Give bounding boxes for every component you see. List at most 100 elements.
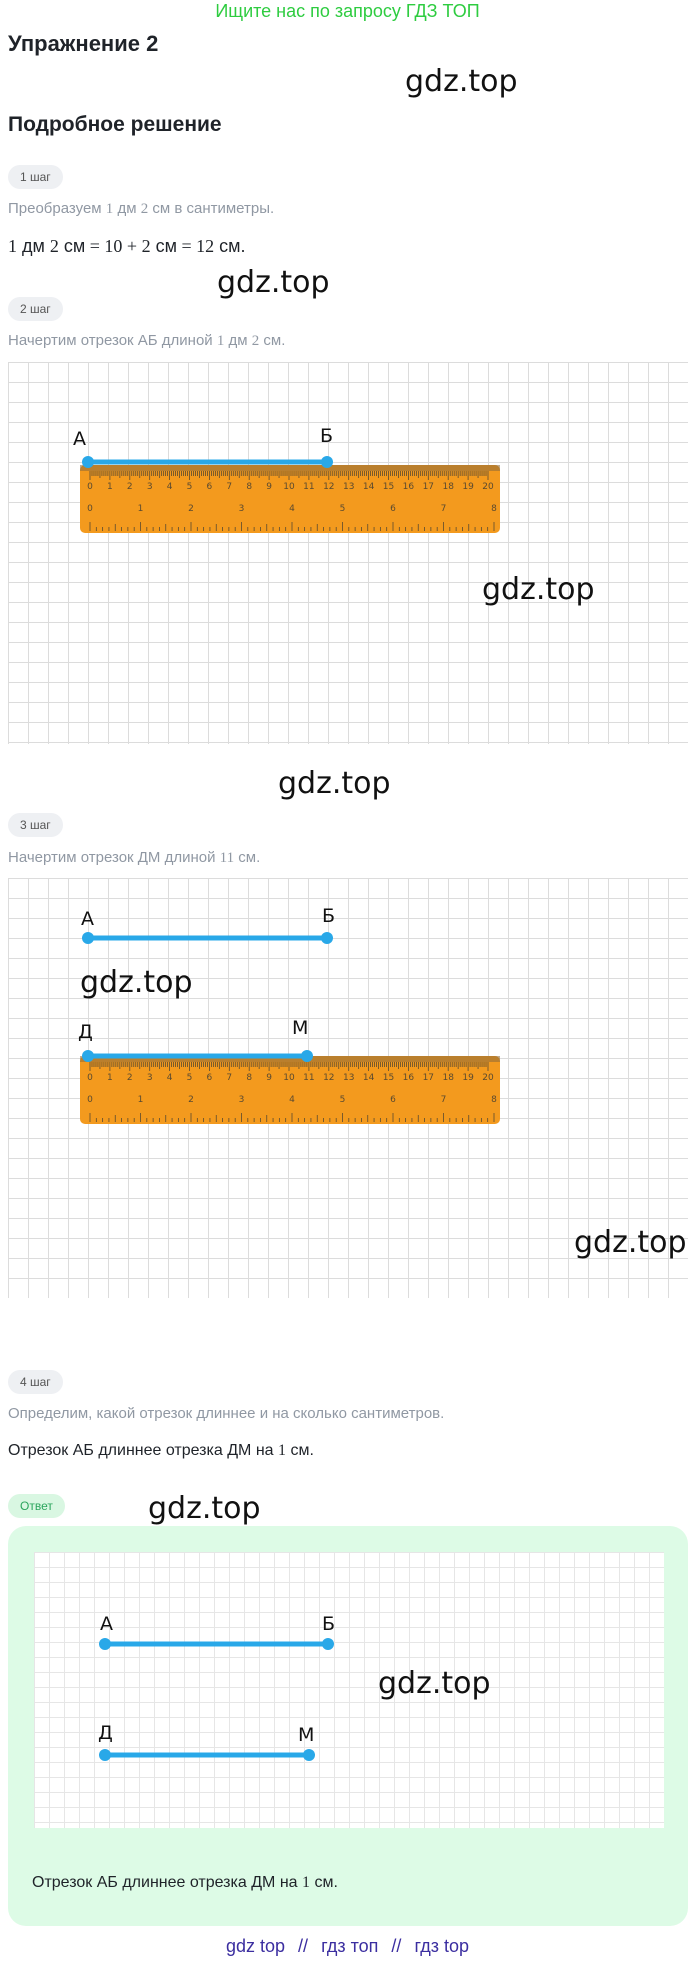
- ruler-cm-label: 7: [226, 1073, 232, 1083]
- ruler-inch-label: 0: [87, 1095, 93, 1105]
- point-a: [99, 1638, 111, 1650]
- ruler-cm-label: 3: [147, 1073, 153, 1083]
- ruler-cm-label: 1: [107, 1073, 113, 1083]
- ruler-cm-label: 1: [107, 482, 113, 492]
- point-a: [82, 932, 94, 944]
- ruler-cm-label: 4: [167, 482, 173, 492]
- footer-links: gdz top // гдз топ // гдз top: [0, 1936, 695, 1957]
- ruler-cm-label: 18: [442, 482, 454, 492]
- ruler-cm-label: 2: [127, 1073, 133, 1083]
- watermark: gdz.top: [148, 1491, 261, 1526]
- answer-text: Отрезок АБ длиннее отрезка ДМ на 1 см.: [32, 1874, 338, 1891]
- label-m: М: [292, 1017, 308, 1039]
- label-a: А: [73, 428, 86, 450]
- ruler-inch-label: 5: [340, 1095, 346, 1105]
- footer-separator: //: [391, 1936, 402, 1956]
- ruler-inch-label: 5: [340, 504, 346, 514]
- ruler-inch-label: 0: [87, 504, 93, 514]
- label-b: Б: [322, 1613, 335, 1635]
- watermark: gdz.top: [574, 1225, 687, 1260]
- ruler-edge: [80, 1056, 500, 1062]
- ruler-cm-label: 20: [482, 482, 494, 492]
- ruler-cm-label: 3: [147, 482, 153, 492]
- ruler-cm-label: 10: [283, 482, 295, 492]
- ruler-inch-label: 2: [188, 1095, 194, 1105]
- step-chip-2: 2 шаг: [8, 297, 63, 321]
- top-banner[interactable]: Ищите нас по запросу ГДЗ ТОП: [215, 1, 480, 21]
- ruler-cm-label: 16: [403, 1073, 415, 1083]
- ruler-body: [80, 1056, 500, 1124]
- step-chip-3: 3 шаг: [8, 813, 63, 837]
- ruler-cm-label: 8: [246, 1073, 252, 1083]
- step-1-text: Преобразуем 1 дм 2 см в сантиметры.: [8, 200, 275, 217]
- watermark: gdz.top: [217, 265, 330, 300]
- ruler-cm-label: 4: [167, 1073, 173, 1083]
- ruler-inch-label: 1: [138, 504, 144, 514]
- ruler-cm-label: 17: [423, 1073, 434, 1083]
- footer-link-1[interactable]: gdz top: [225, 1936, 286, 1956]
- point-b: [321, 456, 333, 468]
- point-m: [301, 1050, 313, 1062]
- ruler-cm-label: 15: [383, 1073, 394, 1083]
- label-b: Б: [320, 425, 333, 447]
- ruler-edge: [80, 465, 500, 471]
- ruler-cm-label: 20: [482, 1073, 494, 1083]
- footer-link-3[interactable]: гдз top: [414, 1936, 469, 1956]
- ruler-cm-label: 7: [226, 482, 232, 492]
- ruler-cm-label: 5: [187, 482, 193, 492]
- watermark: gdz.top: [378, 1666, 491, 1701]
- ruler-cm-label: 16: [403, 482, 415, 492]
- footer-separator: //: [298, 1936, 309, 1956]
- ruler-cm-label: 12: [323, 1073, 334, 1083]
- ruler-cm-label: 13: [343, 482, 354, 492]
- point-d: [99, 1749, 111, 1761]
- ruler-cm-label: 8: [246, 482, 252, 492]
- solution-title: Подробное решение: [8, 113, 222, 136]
- ruler-cm-label: 2: [127, 482, 133, 492]
- step-1-formula: 1 дм 2 см = 10 + 2 см = 12 см.: [8, 236, 246, 256]
- label-a: А: [81, 908, 94, 930]
- point-b: [321, 932, 333, 944]
- step-4-result: Отрезок АБ длиннее отрезка ДМ на 1 см.: [8, 1442, 314, 1459]
- ruler-inch-label: 1: [138, 1095, 144, 1105]
- answer-grid: А Б Д М gdz.top: [34, 1552, 664, 1828]
- answer-box: А Б Д М gdz.top Отрезок АБ длиннее отрез…: [8, 1526, 688, 1926]
- label-d: Д: [78, 1021, 93, 1043]
- ruler-inch-label: 8: [491, 1095, 497, 1105]
- label-d: Д: [98, 1722, 113, 1744]
- label-m: М: [298, 1724, 314, 1746]
- watermark: gdz.top: [80, 965, 193, 1000]
- answer-drawing: А Б Д М: [98, 1613, 335, 1761]
- ruler-cm-label: 0: [87, 1073, 93, 1083]
- ruler-cm-label: 6: [207, 1073, 213, 1083]
- ruler-cm-label: 13: [343, 1073, 354, 1083]
- label-b: Б: [322, 905, 335, 927]
- ruler-inch-label: 7: [441, 504, 447, 514]
- ruler-cm-label: 0: [87, 482, 93, 492]
- ruler-cm-label: 9: [266, 482, 272, 492]
- ruler-inch-label: 4: [289, 1095, 295, 1105]
- ruler-body: [80, 465, 500, 533]
- ruler-cm-label: 19: [462, 482, 474, 492]
- ruler-inch-label: 3: [239, 504, 245, 514]
- point-d: [82, 1050, 94, 1062]
- watermark: gdz.top: [482, 572, 595, 607]
- ruler-cm-label: 15: [383, 482, 394, 492]
- ruler-inch-label: 8: [491, 504, 497, 514]
- ruler-inch-label: 6: [390, 504, 396, 514]
- ruler-cm-label: 10: [283, 1073, 295, 1083]
- footer-link-2[interactable]: гдз топ: [321, 1936, 379, 1956]
- step-chip-4: 4 шаг: [8, 1370, 63, 1394]
- exercise-title: Упражнение 2: [8, 31, 159, 56]
- ruler-cm-label: 17: [423, 482, 434, 492]
- ruler-inch-label: 3: [239, 1095, 245, 1105]
- step-4-text: Определим, какой отрезок длиннее и на ск…: [8, 1405, 445, 1422]
- point-b: [322, 1638, 334, 1650]
- watermark: gdz.top: [278, 766, 391, 801]
- ruler-cm-label: 14: [363, 1073, 375, 1083]
